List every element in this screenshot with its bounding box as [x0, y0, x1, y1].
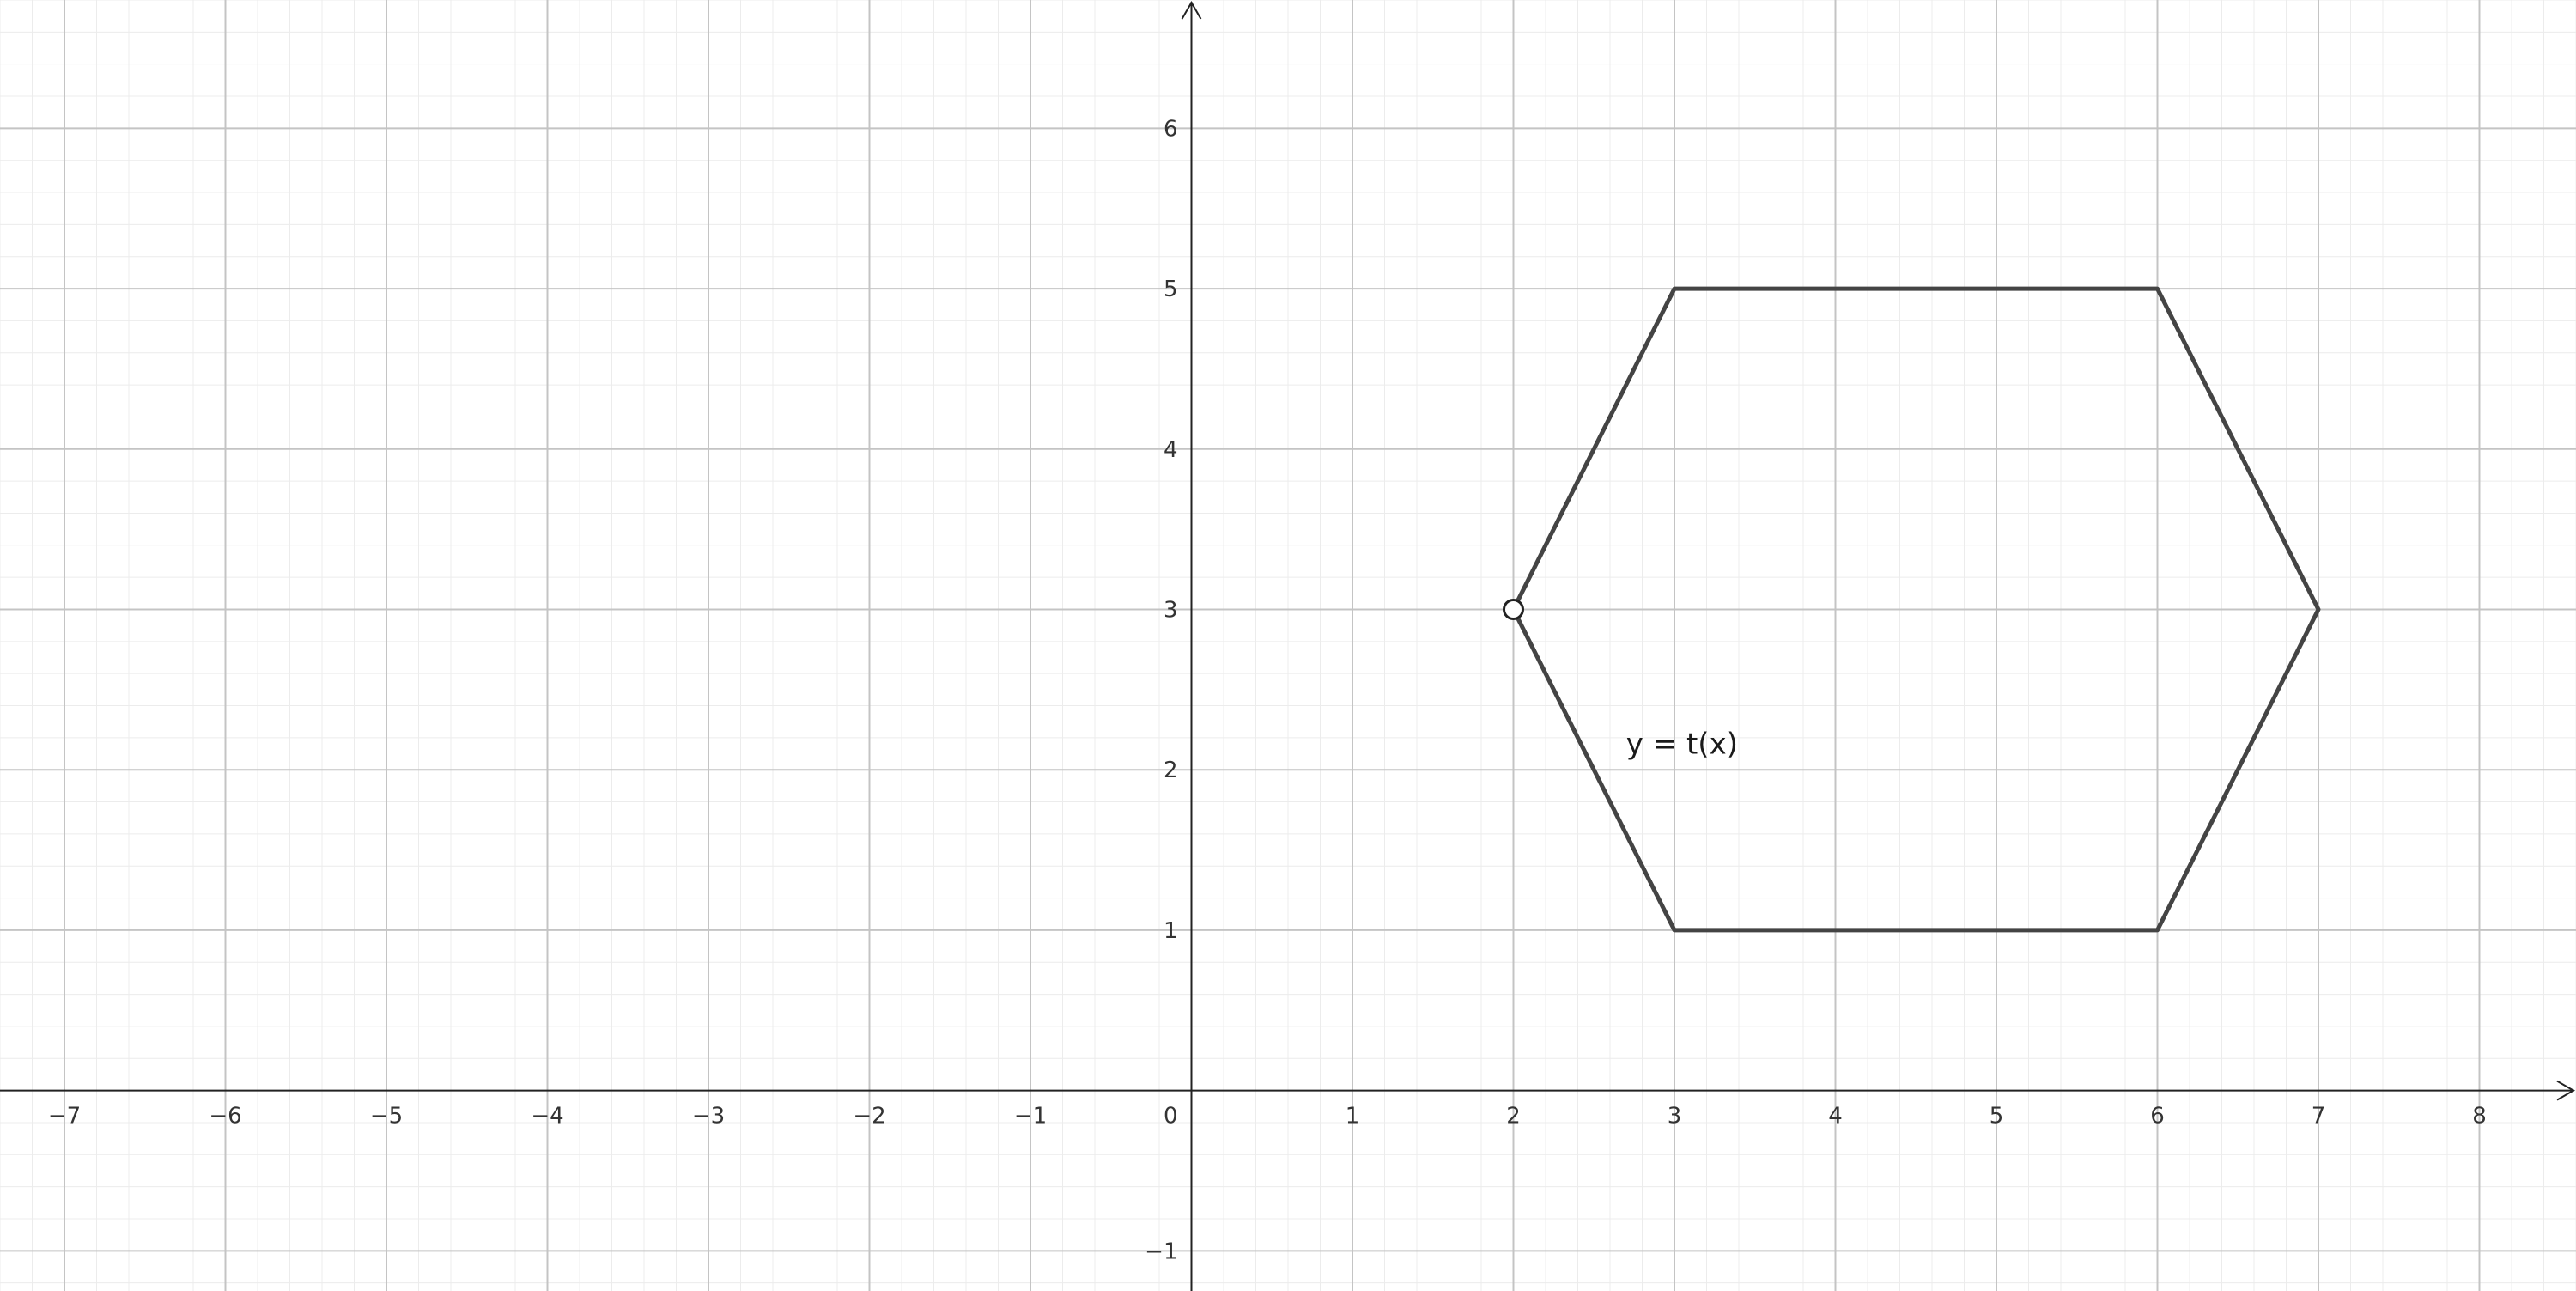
y-tick-label: −1	[1145, 1239, 1177, 1264]
x-tick-label: 6	[2150, 1104, 2165, 1130]
x-tick-label: 4	[1828, 1104, 1843, 1130]
curves[interactable]: y = t(x)	[1503, 286, 2321, 933]
x-tick-label: 1	[1346, 1104, 1360, 1130]
curve-label: y = t(x)	[1626, 728, 1738, 762]
x-tick-label: 8	[2472, 1104, 2487, 1130]
origin-label: 0	[1163, 1104, 1178, 1130]
open-point[interactable]	[1503, 598, 1524, 620]
y-tick-label: 4	[1163, 437, 1178, 463]
x-tick-label: 5	[1990, 1104, 2004, 1130]
y-tick-label: 3	[1163, 597, 1178, 623]
x-tick-label: −7	[48, 1104, 81, 1130]
x-tick-label: −6	[209, 1104, 241, 1130]
x-tick-label: −1	[1014, 1104, 1047, 1130]
y-tick-label: 1	[1163, 918, 1178, 944]
x-tick-label: −2	[853, 1104, 885, 1130]
x-tick-label: −4	[531, 1104, 563, 1130]
x-axis-arrow-icon	[2556, 1080, 2575, 1101]
y-axis-arrow-icon	[1181, 1, 1202, 20]
y-tick-label: 6	[1163, 116, 1178, 142]
tick-labels: −7 −6 −5 −4 −3 −2 −1 1 2 3 4 5 6 7 8 −1 1 2 3 4 5 6 0	[48, 116, 2487, 1264]
x-tick-label: 2	[1506, 1104, 1521, 1130]
x-tick-label: −3	[692, 1104, 725, 1130]
curve-t-of-x[interactable]	[1511, 286, 2321, 933]
x-tick-label: −5	[370, 1104, 403, 1130]
y-tick-label: 2	[1163, 758, 1178, 783]
x-tick-label: 7	[2312, 1104, 2326, 1130]
x-tick-label: 3	[1668, 1104, 1682, 1130]
y-tick-label: 5	[1163, 277, 1178, 302]
